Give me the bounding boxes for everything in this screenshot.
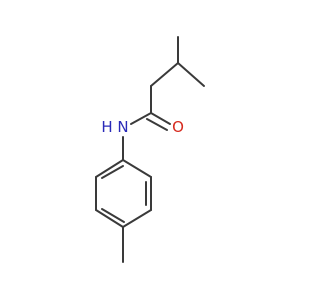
ring-bond-6	[95, 159, 124, 178]
ring-bond-1	[122, 159, 152, 178]
bond-carbonyl-double-b	[146, 118, 168, 131]
nitrogen-hydrogen-label: H	[101, 118, 112, 136]
ring-bond-3	[122, 209, 152, 228]
ring-inner-bond-3	[101, 165, 124, 179]
ring-inner-bond-2	[101, 208, 125, 223]
molecule-structure: H N O	[95, 36, 205, 263]
bond-methyl-b	[177, 62, 205, 87]
oxygen-label: O	[172, 118, 184, 136]
ring-bond-4	[95, 209, 124, 228]
nitrogen-label: N	[117, 118, 128, 136]
bond-ch-ch2	[150, 62, 179, 87]
bond-carbonyl-nitrogen	[130, 112, 152, 125]
bond-carbonyl-double-a	[150, 112, 171, 125]
